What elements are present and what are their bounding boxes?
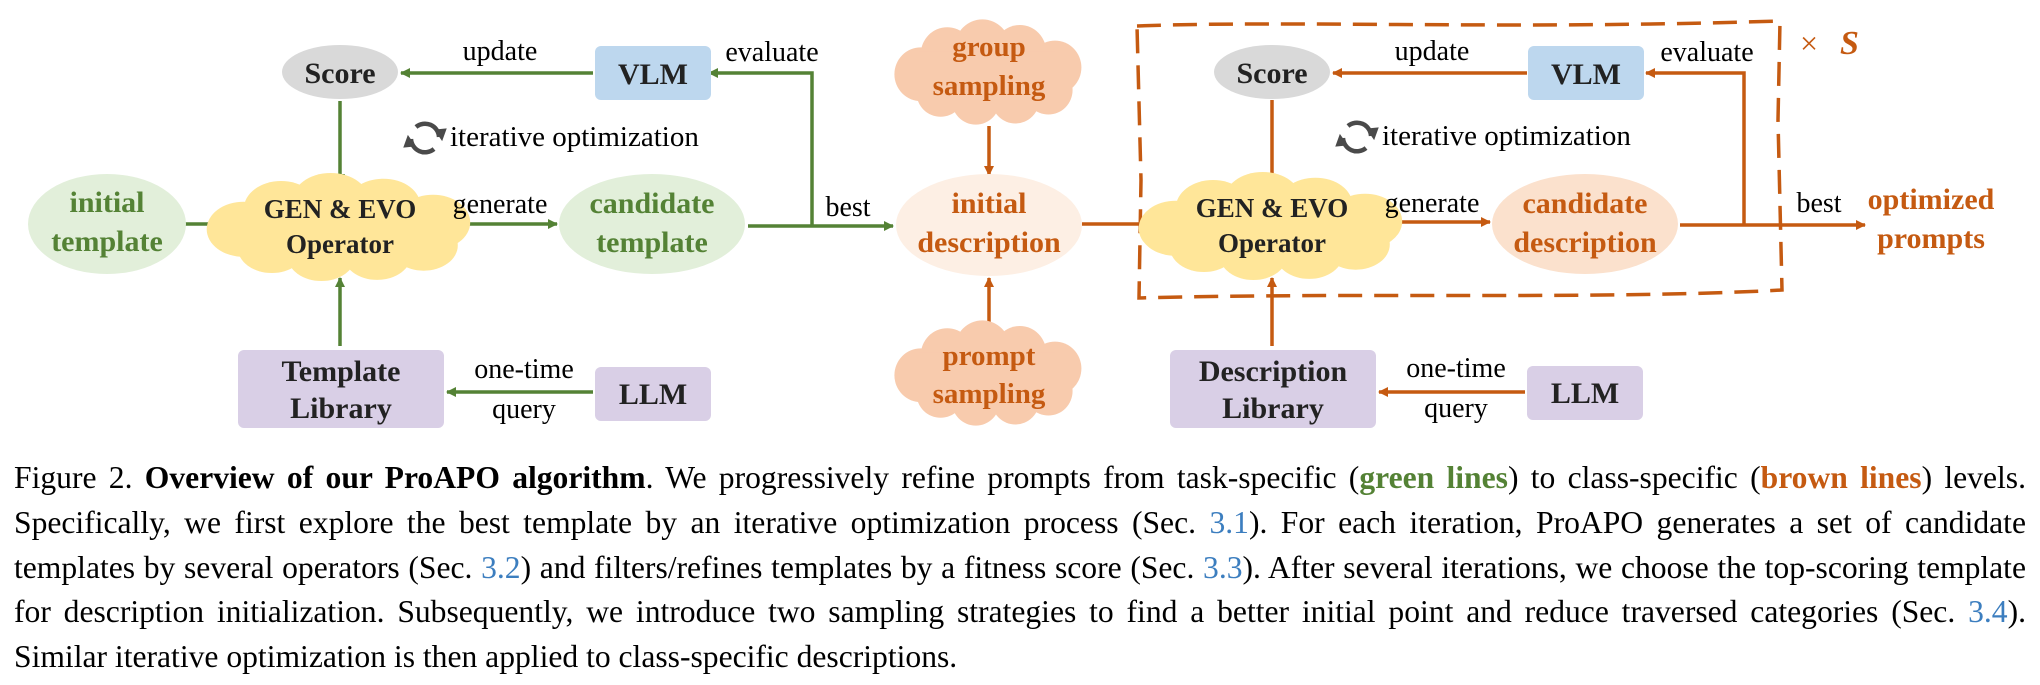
vlm-label-right: VLM [1551, 58, 1621, 91]
evaluate-label: evaluate [725, 37, 818, 68]
operator-line2-right: Operator [1218, 228, 1326, 258]
evaluate-label-right: evaluate [1660, 37, 1753, 68]
prompt-sampling-line2: sampling [933, 378, 1046, 410]
group-sampling-line1: group [952, 31, 1026, 63]
section-ref-3-2[interactable]: 3.2 [481, 549, 521, 585]
candidate-template-line2: template [596, 226, 708, 259]
repeat-dashed-box [1135, 19, 1784, 300]
score-label-right: Score [1236, 57, 1307, 90]
caption-text-6: ). After several iterations, we choose t… [14, 549, 2026, 630]
iterative-label: iterative optimization [450, 121, 699, 153]
candidate-template-line1: candidate [589, 187, 714, 220]
update-label: update [463, 36, 538, 67]
caption-text-4: ). For each iteration, ProAPO generates … [14, 504, 2026, 585]
proapo-overview-diagram: Score VLM update evaluate iterative opti… [28, 19, 1995, 428]
vlm-box [595, 46, 711, 100]
section-ref-3-4[interactable]: 3.4 [1968, 594, 2008, 630]
vlm-label: VLM [618, 58, 688, 91]
middle-stage: group sampling initial description promp… [894, 19, 1163, 426]
vlm-box-right [1528, 46, 1644, 100]
update-label-right: update [1395, 36, 1470, 67]
caption-text-2: ) to class-specific ( [1507, 460, 1761, 495]
operator-line2: Operator [286, 229, 394, 259]
iterative-label-right: iterative optimization [1382, 120, 1631, 152]
generate-label: generate [453, 189, 548, 220]
left-stage: Score VLM update evaluate iterative opti… [28, 36, 894, 428]
score-node-right [1214, 45, 1330, 99]
operator-cloud [206, 172, 471, 282]
caption-text-3: ) levels. Specifically, we first explore… [14, 460, 2026, 540]
iterative-cycle-icon-right [1336, 123, 1378, 152]
group-sampling-line2: sampling [933, 70, 1046, 102]
llm-box [595, 367, 711, 421]
repeat-symbol: S [1840, 25, 1859, 62]
llm-label: LLM [619, 378, 687, 411]
arrow-evaluate-right [1645, 68, 1746, 225]
llm-label-right: LLM [1551, 377, 1619, 410]
figure-caption: Figure 2. Overview of our ProAPO algorit… [14, 456, 2026, 680]
caption-title: Overview of our ProAPO algorithm [144, 460, 646, 495]
caption-text-7: ). Similar iterative optimization is the… [14, 594, 2026, 675]
section-ref-3-1[interactable]: 3.1 [1209, 504, 1249, 540]
right-stage: × S Score VLM update evaluate iterative … [1135, 19, 1995, 428]
description-library-line2: Library [1222, 392, 1324, 425]
arrow-evaluate [708, 68, 814, 226]
repeat-times: × [1800, 25, 1818, 61]
initial-description-line2: description [917, 226, 1061, 259]
caption-text-5: ) and filters/refines templates by a fit… [520, 549, 1204, 585]
initial-template-node [28, 174, 186, 274]
description-library-box [1170, 350, 1376, 428]
iterative-cycle-icon [404, 124, 446, 153]
prompt-sampling-line1: prompt [943, 340, 1036, 372]
initial-description-line1: initial [951, 187, 1026, 220]
candidate-description-line1: candidate [1522, 187, 1647, 220]
section-ref-3-3[interactable]: 3.3 [1203, 549, 1243, 585]
best-label: best [825, 192, 870, 223]
score-node [282, 45, 398, 99]
description-library-line1: Description [1199, 355, 1348, 388]
optimized-prompts-line1: optimized [1868, 183, 1995, 216]
operator-cloud-right [1138, 171, 1403, 281]
initial-template-line1: initial [69, 186, 144, 219]
one-time-label-right: one-time [1406, 353, 1506, 384]
one-time-label: one-time [474, 354, 574, 385]
template-library-line2: Library [290, 392, 392, 425]
llm-box-right [1527, 366, 1643, 420]
template-library-box [238, 350, 444, 428]
query-label-right: query [1424, 393, 1488, 424]
figure-label: Figure 2. [14, 460, 133, 495]
candidate-template-node [559, 174, 745, 274]
caption-text-1: . We progressively refine prompts from t… [645, 460, 1360, 495]
candidate-description-node [1492, 174, 1678, 274]
generate-label-right: generate [1385, 188, 1480, 219]
best-label-right: best [1796, 188, 1841, 219]
candidate-description-line2: description [1513, 226, 1657, 259]
brown-lines-label: brown lines [1760, 460, 1922, 495]
query-label: query [492, 394, 556, 425]
initial-template-line2: template [51, 225, 163, 258]
operator-line1: GEN & EVO [264, 194, 416, 224]
initial-description-node [896, 174, 1082, 276]
optimized-prompts-line2: prompts [1877, 222, 1985, 255]
green-lines-label: green lines [1359, 460, 1508, 495]
score-label: Score [304, 57, 375, 90]
operator-line1-right: GEN & EVO [1196, 193, 1348, 223]
template-library-line1: Template [282, 355, 401, 388]
